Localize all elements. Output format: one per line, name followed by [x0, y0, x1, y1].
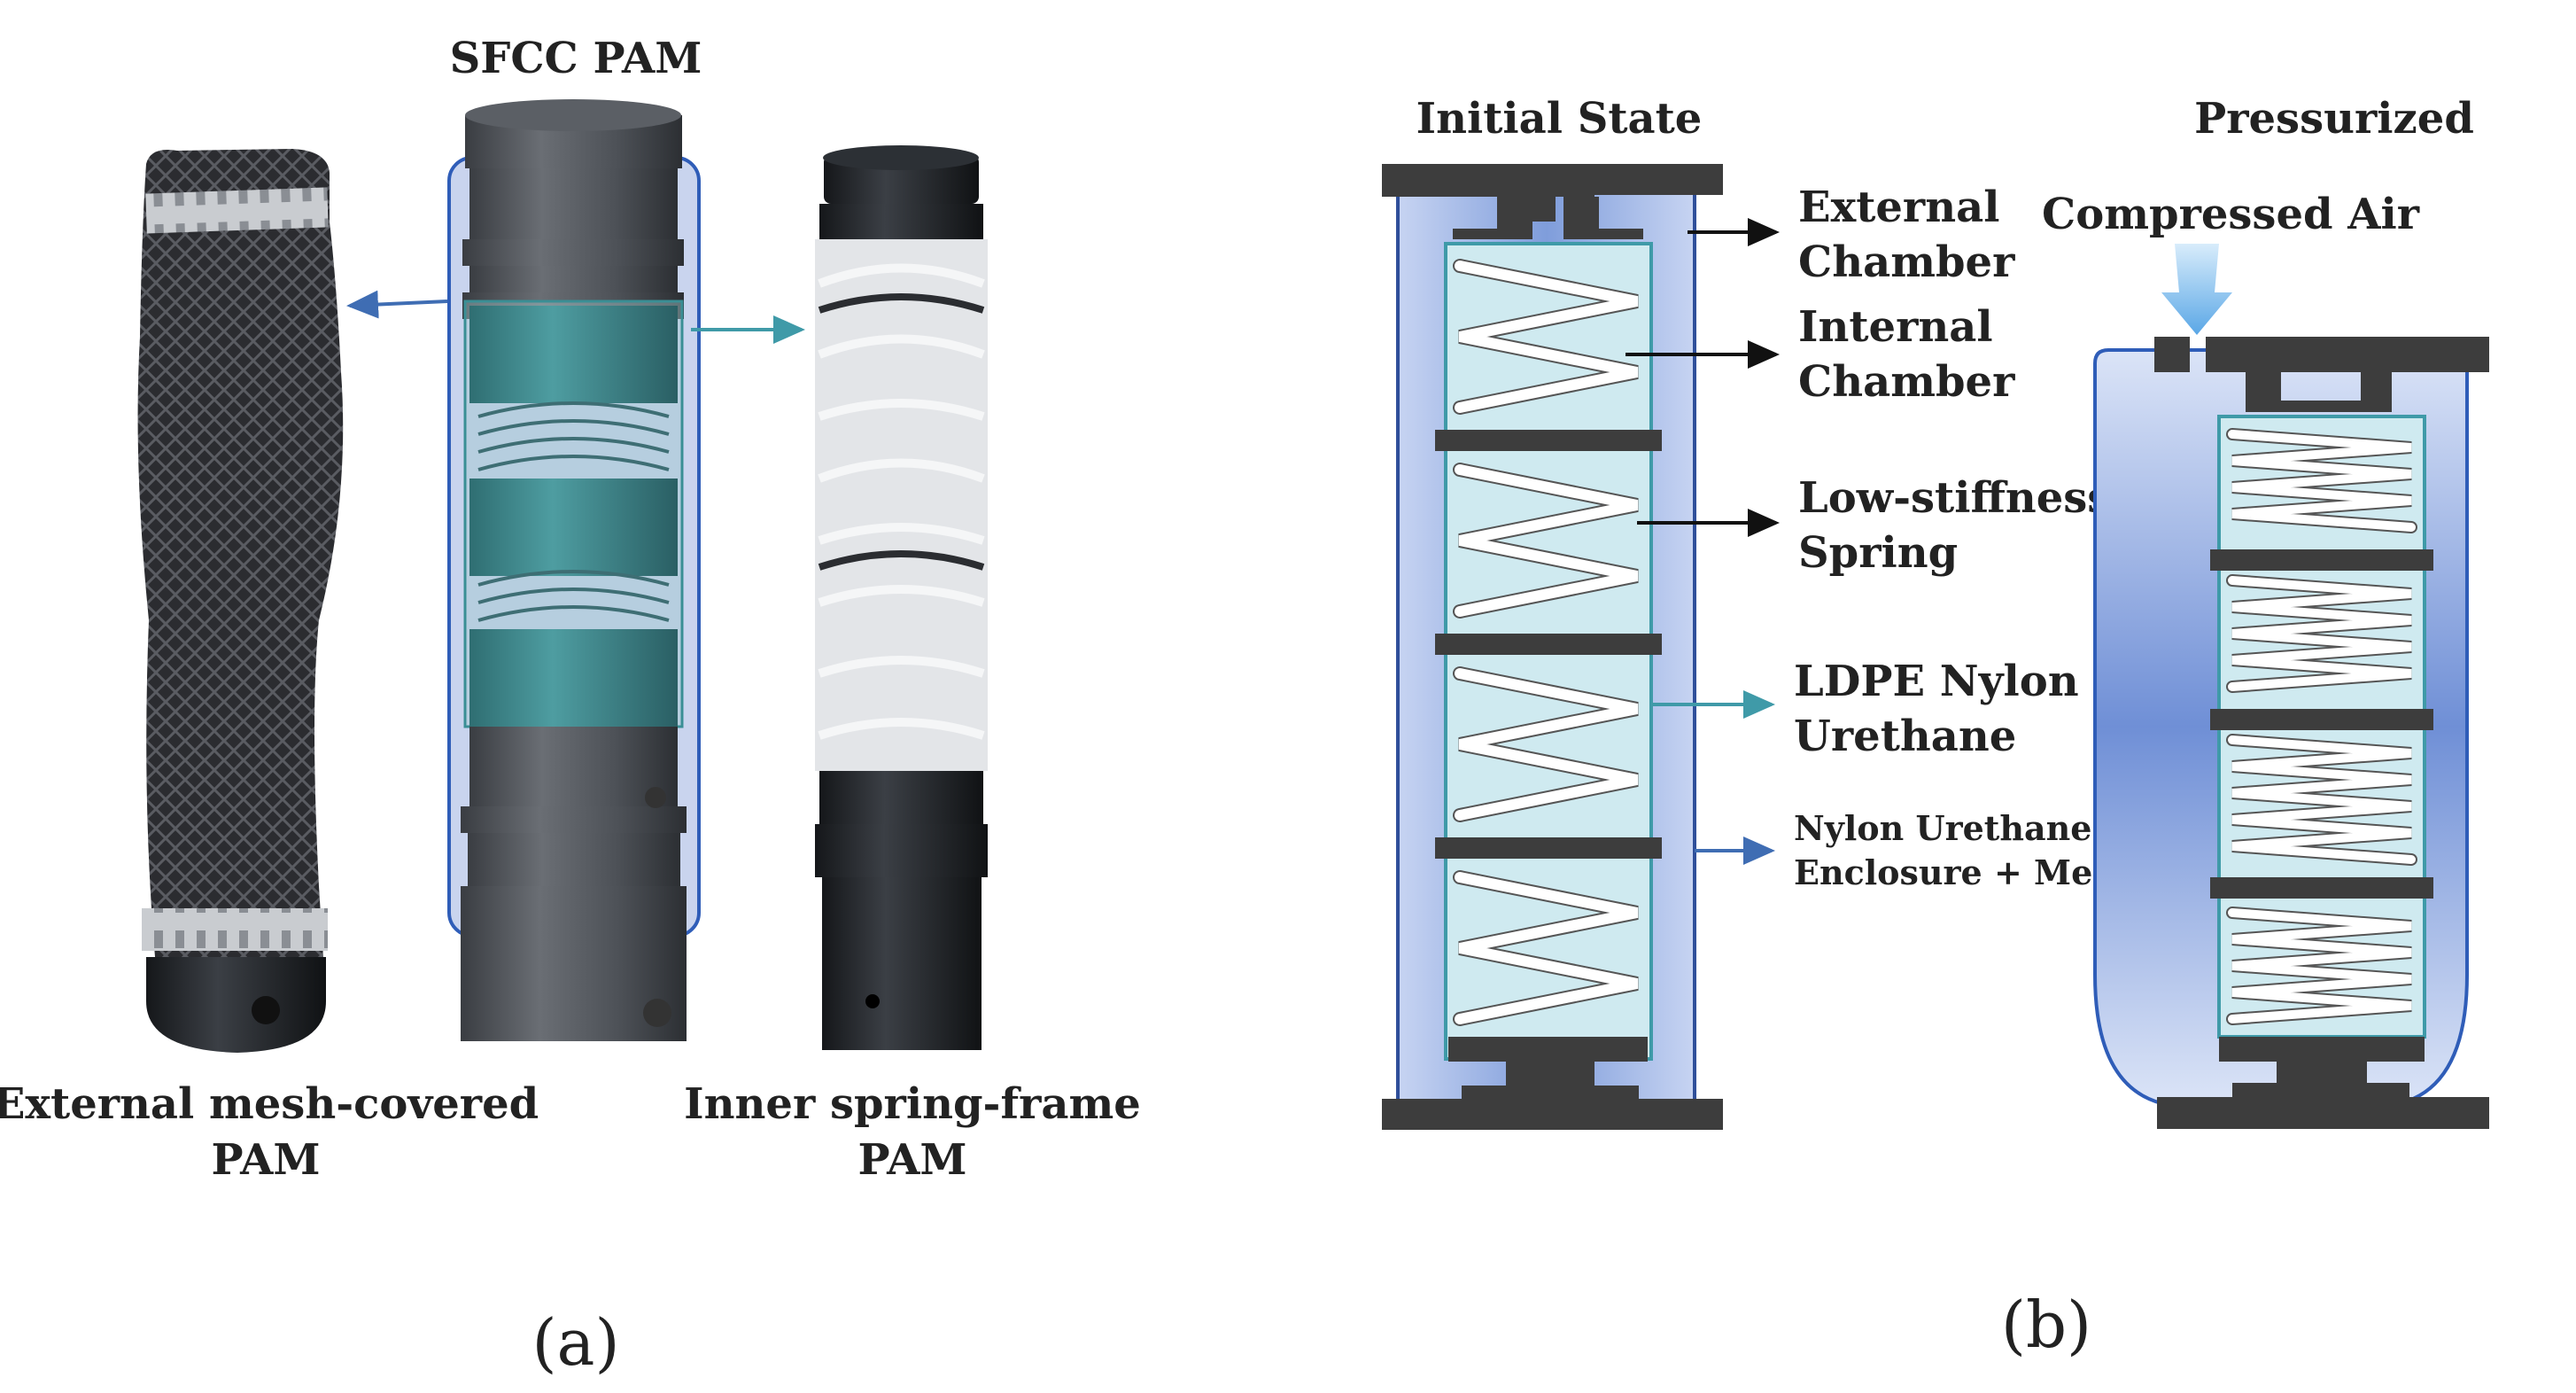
arrow-to-mesh-pam: [346, 290, 448, 319]
label-internal-1: Internal: [1798, 302, 1993, 352]
initial-state-actuator: [1382, 164, 1723, 1130]
label-spring-2: Spring: [1798, 528, 1958, 578]
label-ldpe-1: LDPE Nylon: [1794, 657, 2079, 706]
sfcc-pam-model: [447, 99, 701, 1041]
label-internal-2: Chamber: [1798, 357, 2015, 407]
pressurized-actuator: [2093, 337, 2489, 1129]
spring-frame-pam-image: [815, 145, 988, 1050]
pressurized-title: Pressurized: [2194, 94, 2474, 144]
mesh-covered-pam-image: [137, 149, 344, 1053]
label-external-2: Chamber: [1798, 237, 2015, 287]
compressed-air-label: Compressed Air: [2042, 190, 2420, 239]
panel-b: Initial State Pressurized: [1382, 94, 2489, 1362]
sfcc-pam-title: SFCC PAM: [450, 34, 702, 83]
label-enclosure-2: Enclosure + Mesh: [1794, 852, 2136, 892]
spring-pam-label-line2: PAM: [858, 1135, 967, 1185]
compressed-air-arrow-icon: [2161, 244, 2232, 335]
label-external-1: External: [1798, 183, 1999, 232]
spring-pam-label-line1: Inner spring-frame: [684, 1079, 1141, 1129]
panel-a-caption: (a): [531, 1305, 619, 1380]
label-enclosure-1: Nylon Urethane: [1794, 808, 2091, 848]
panel-a: SFCC PAM: [0, 34, 1141, 1380]
panel-b-caption: (b): [2001, 1288, 2091, 1362]
mesh-pam-label-line1: External mesh-covered: [0, 1079, 539, 1129]
label-ldpe-2: Urethane: [1794, 712, 2016, 761]
initial-state-title: Initial State: [1416, 94, 1703, 144]
label-spring-1: Low-stiffness: [1798, 473, 2111, 523]
mesh-pam-label-line2: PAM: [212, 1135, 321, 1185]
